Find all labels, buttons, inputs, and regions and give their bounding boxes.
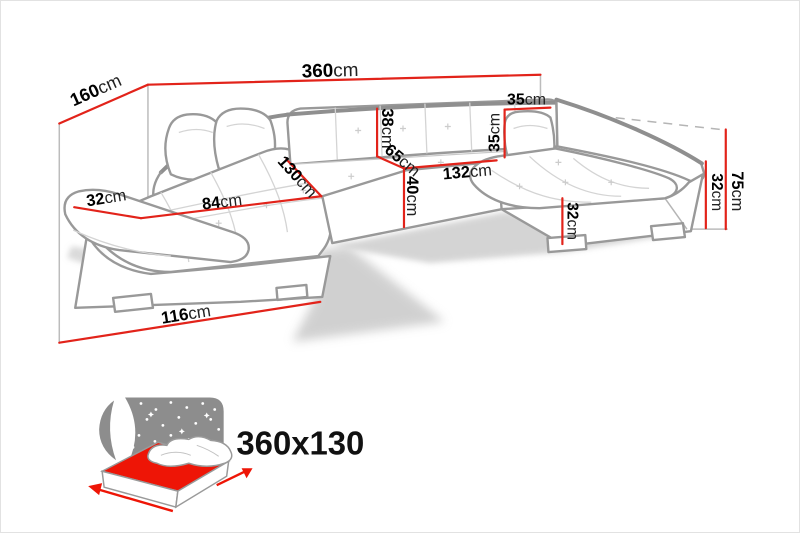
dim-line-middle-seat-width xyxy=(402,159,498,170)
left-base xyxy=(74,232,332,310)
label-right-side-height: 32cm xyxy=(708,173,725,211)
dim-line-left-outer-length xyxy=(58,300,322,344)
depth-arrow-icon xyxy=(216,470,247,487)
label-total-width: 360cm xyxy=(301,60,358,82)
pillow-fold xyxy=(226,123,265,130)
label-left-outer-length: 116cm xyxy=(160,301,212,328)
sleeping-size-label: 360x130 xyxy=(236,424,364,461)
dim-line-total-width xyxy=(146,73,542,86)
label-pillow-height: 35cm xyxy=(487,113,504,152)
label-backrest-height: 38cm xyxy=(378,108,396,148)
dim-line-chaise-depth xyxy=(285,158,323,198)
backrest-seams xyxy=(334,100,518,160)
label-left-seat-width: 84cm xyxy=(201,191,243,214)
label-right-front-height: 32cm xyxy=(563,202,580,240)
room-outline xyxy=(58,74,728,343)
right-seat-tufts xyxy=(516,159,615,190)
label-left-depth: 160cm xyxy=(67,70,124,110)
label-total-height: 75cm xyxy=(728,171,746,211)
right-seat-cushion xyxy=(468,147,678,210)
label-armrest-width: 32cm xyxy=(85,186,127,210)
dim-line-back-to-front xyxy=(375,155,406,170)
pillow-right-fold xyxy=(513,124,548,130)
blanket-folds xyxy=(160,444,219,457)
right-foot-front xyxy=(546,233,588,254)
label-middle-seat-width: 132cm xyxy=(442,161,493,183)
middle-seat-tufts xyxy=(348,159,444,180)
depth-arrowhead-icon xyxy=(241,468,253,479)
moon-crescent-icon xyxy=(99,400,117,461)
width-arrow-icon xyxy=(96,488,174,513)
sleeping-area-icon xyxy=(88,397,253,513)
label-pillow-width: 35cm xyxy=(507,92,546,109)
left-seat-seam xyxy=(257,154,289,233)
label-seat-height: 40cm xyxy=(403,176,421,216)
right-backrest-top-edge xyxy=(554,97,704,166)
left-armrest-seam xyxy=(72,229,171,257)
wall-dashed-extension xyxy=(552,109,721,131)
dimension-lines xyxy=(58,73,727,344)
dim-line-armrest-width xyxy=(73,206,143,220)
pillow-fold xyxy=(178,128,213,134)
left-foot-right xyxy=(275,283,309,302)
left-foot-front xyxy=(111,292,155,314)
dimension-labels: 360cm 160cm 35cm 35cm 38cm 65cm 40cm 132… xyxy=(67,60,746,328)
sofa-drawing xyxy=(63,97,706,314)
blanket-pillows xyxy=(147,435,233,467)
width-arrowhead-icon xyxy=(88,483,103,496)
bed-base-side xyxy=(174,459,230,509)
right-foot-outer xyxy=(649,221,687,242)
center-backrest-top-edge xyxy=(285,100,559,117)
dim-line-left-depth xyxy=(58,83,150,125)
dim-line-pillow-width xyxy=(503,106,552,111)
shadow-left xyxy=(292,246,445,342)
dim-line-left-seat-width xyxy=(139,195,323,220)
